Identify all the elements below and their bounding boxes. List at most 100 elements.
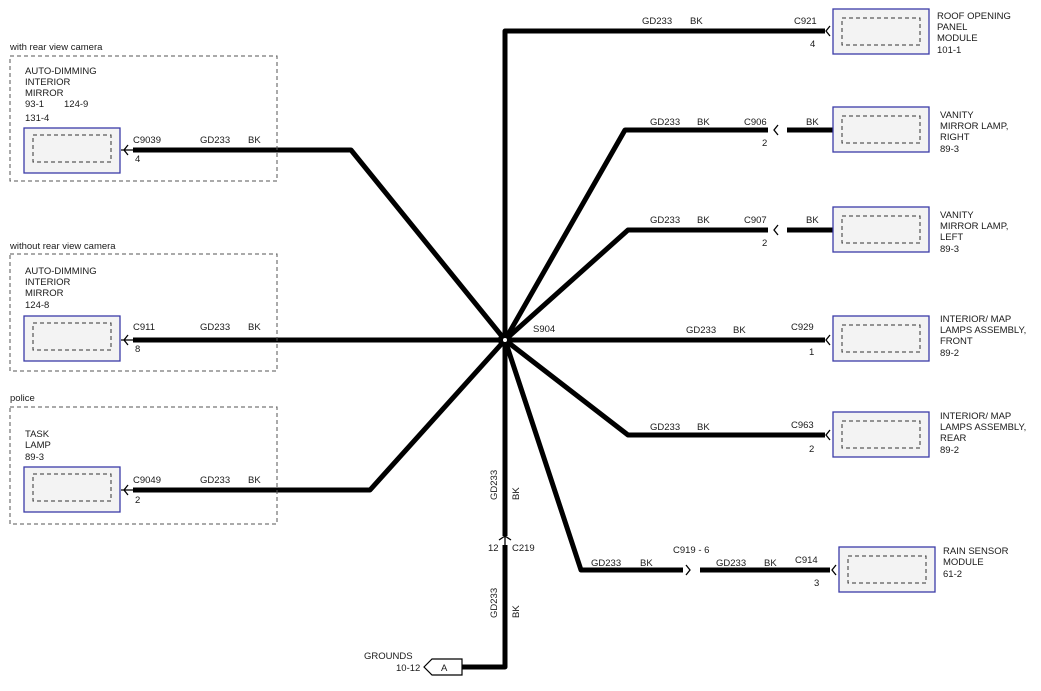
component-ref: 89-2 [940, 348, 959, 359]
circuit-id: GD233 [200, 322, 230, 333]
vertical-branch-labels: GD233 BK 12 C219 GD233 BK [488, 470, 535, 618]
component-box[interactable] [832, 411, 930, 458]
component-label-line2: MIRROR LAMP, [940, 221, 1008, 232]
circuit-id: GD233 [650, 117, 680, 128]
connector-id: C907 [744, 215, 767, 226]
connector-symbol [831, 564, 837, 576]
ground-reference[interactable]: GROUNDS 10-12 A [364, 651, 463, 676]
component-inner-box [841, 324, 921, 353]
connector-pin: 4 [135, 154, 140, 165]
circuit-id: GD233 [591, 558, 621, 569]
component-map-lamps-rear: GD233 BK C963 2 INTERIOR/ MAP LAMPS ASSE… [650, 411, 1026, 458]
circuit-id: GD233 [650, 215, 680, 226]
component-label-line1: AUTO-DIMMING [25, 266, 97, 277]
component-label-line2: LAMPS ASSEMBLY, [940, 325, 1026, 336]
component-label-line3: LEFT [940, 232, 963, 243]
component-roof-module: GD233 BK C921 4 ROOF OPENING PANEL MODUL… [642, 8, 1011, 56]
connector-symbol [121, 144, 133, 156]
connector-id: C9049 [133, 475, 161, 486]
wire-rain [502, 339, 683, 573]
circuit-id: GD233 [650, 422, 680, 433]
component-label-line2: MIRROR LAMP, [940, 121, 1008, 132]
connector-pin: 2 [762, 138, 767, 149]
inline-connector-symbol [685, 564, 691, 576]
component-label-line1: RAIN SENSOR [943, 546, 1009, 557]
ground-label: GROUNDS [364, 651, 413, 662]
component-label-line1: INTERIOR/ MAP [940, 314, 1011, 325]
circuit-id: GD233 [716, 558, 746, 569]
component-box[interactable] [832, 206, 930, 253]
component-inner-box [847, 555, 927, 584]
wire-color: BK [806, 117, 819, 128]
connector-id: C929 [791, 322, 814, 333]
connector-symbol [121, 334, 133, 346]
component-box[interactable] [832, 8, 930, 55]
connector-symbol [825, 25, 831, 37]
connector-symbol [121, 484, 133, 496]
ground-letter: A [441, 663, 448, 674]
component-label-line3: FRONT [940, 336, 973, 347]
group-label-no-camera: without rear view camera [9, 241, 116, 252]
connector-symbol [825, 334, 831, 346]
component-ref: 93-1 [25, 99, 44, 110]
ground-tag-shape [423, 658, 463, 676]
component-inner-box [841, 420, 921, 449]
component-label-line2: LAMP [25, 440, 51, 451]
component-ref: 101-1 [937, 45, 961, 56]
connector-id: C911 [133, 322, 155, 333]
component-ref: 89-2 [940, 445, 959, 456]
wire-mirror-cam [133, 147, 507, 342]
connector-id: C963 [791, 420, 814, 431]
wire-color: BK [806, 215, 819, 226]
component-label-line1: VANITY [940, 210, 974, 221]
group-rear-camera: with rear view camera [9, 42, 278, 182]
connector-pin: 8 [135, 344, 140, 355]
wire-map-rear [503, 338, 825, 438]
circuit-id-vertical: GD233 [489, 588, 500, 618]
inline-connector-c219-symbol [498, 535, 512, 545]
inline-pin: 12 [488, 543, 499, 554]
component-ref: 124-9 [64, 99, 88, 110]
component-inner-box [841, 115, 921, 144]
component-label-line1: INTERIOR/ MAP [940, 411, 1011, 422]
connector-id: C9039 [133, 135, 161, 146]
connector-id: C906 [744, 117, 767, 128]
inline-connector-id: C919 - 6 [673, 545, 709, 556]
component-map-lamps-front: S904 GD233 BK C929 1 INTERIOR/ MAP LAMPS… [533, 314, 1026, 362]
component-inner-box [841, 215, 921, 244]
component-ref: 131-4 [25, 113, 49, 124]
connector-pin: 3 [814, 578, 819, 589]
inline-connector-id: C219 [512, 543, 535, 554]
component-label-line2: INTERIOR [25, 77, 71, 88]
wire-color: BK [248, 135, 261, 146]
group-label-police: police [10, 393, 35, 404]
component-label-line1: VANITY [940, 110, 974, 121]
component-ref: 124-8 [25, 300, 49, 311]
component-box[interactable] [832, 106, 930, 153]
component-label-line2: PANEL [937, 22, 967, 33]
wire-color: BK [248, 475, 261, 486]
component-label-line3: REAR [940, 433, 967, 444]
splice-dot-inner [503, 338, 507, 342]
component-ref: 89-3 [940, 244, 959, 255]
wire-task-lamp [133, 338, 507, 493]
component-rain-sensor: GD233 BK C919 - 6 GD233 BK C914 3 RAIN S… [591, 545, 1009, 593]
component-mirror-no-camera: AUTO-DIMMING INTERIOR MIRROR 124-8 C911 … [23, 266, 261, 362]
wire-color-vertical: BK [511, 605, 522, 618]
connector-symbol [825, 429, 831, 441]
wires [133, 28, 834, 670]
wire-color-vertical: BK [511, 487, 522, 500]
component-ref: 61-2 [943, 569, 962, 580]
wire-vanity-right [502, 127, 768, 342]
component-mirror-camera: AUTO-DIMMING INTERIOR MIRROR 93-1 124-9 … [23, 66, 261, 174]
component-vanity-left: GD233 BK C907 BK 2 VANITY MIRROR LAMP, L… [650, 206, 1008, 255]
connector-id: C921 [794, 16, 817, 27]
component-label-line2: LAMPS ASSEMBLY, [940, 422, 1026, 433]
ground-ref: 10-12 [396, 663, 420, 674]
inline-connector-symbol [773, 124, 779, 136]
component-box[interactable] [838, 546, 936, 593]
circuit-id-vertical: GD233 [489, 470, 500, 500]
component-box[interactable] [832, 315, 930, 362]
component-inner-box [841, 17, 921, 46]
circuit-id: GD233 [200, 135, 230, 146]
